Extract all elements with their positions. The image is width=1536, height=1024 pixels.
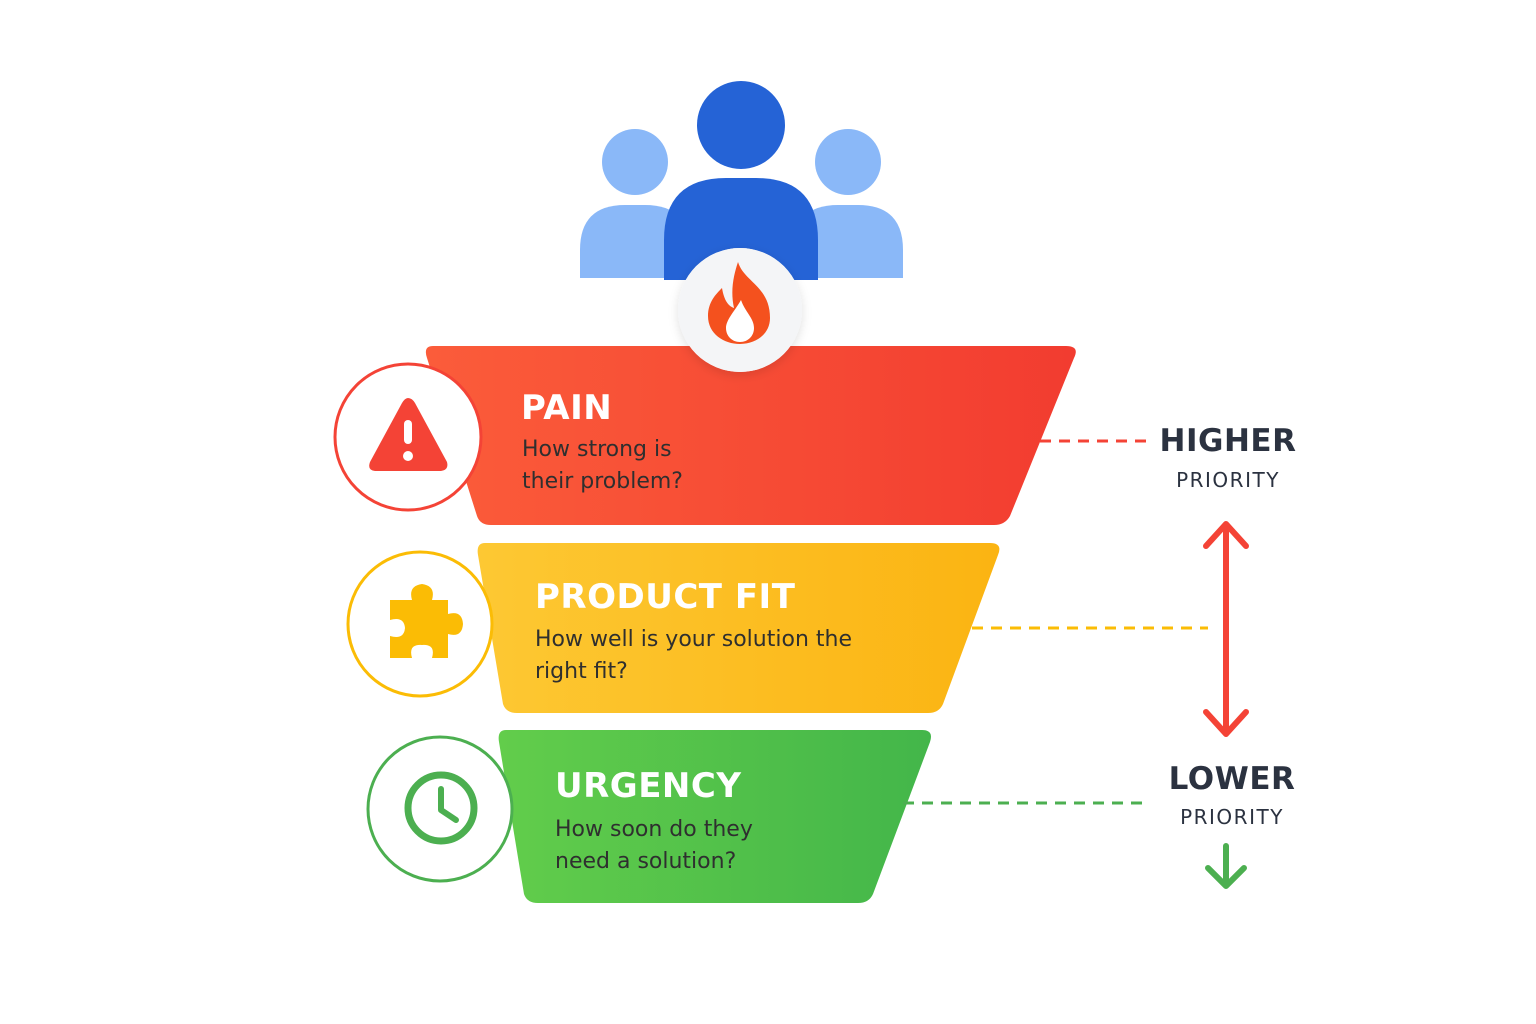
tier-title-urgency: URGENCY (555, 766, 742, 806)
tier-title-product-fit: PRODUCT FIT (535, 577, 796, 617)
tier-band-pain (425, 346, 1076, 525)
warning-circle (333, 362, 483, 512)
flame-badge (678, 248, 802, 372)
priority-lower-sub: PRIORITY (1180, 805, 1284, 829)
tier-description-pain: How strong is their problem? (522, 437, 683, 494)
flame-icon (708, 262, 770, 344)
priority-higher-sub: PRIORITY (1176, 468, 1280, 492)
tier-description-product-fit: How well is your solution the right fit? (535, 627, 852, 684)
clock-icon (404, 771, 478, 845)
priority-higher-label: HIGHER (1159, 423, 1297, 459)
tier-band-urgency (498, 730, 931, 903)
down-arrow-icon (1205, 843, 1247, 889)
double-arrow-icon (1203, 521, 1249, 737)
clock-circle (366, 735, 514, 883)
people-group-icon (580, 81, 903, 280)
puzzle-icon (390, 584, 463, 658)
puzzle-circle (346, 550, 494, 698)
tier-band-product-fit (477, 543, 1000, 713)
tier-title-pain: PAIN (521, 388, 613, 428)
priority-lower-label: LOWER (1168, 761, 1296, 797)
tier-description-urgency: How soon do they need a solution? (555, 817, 753, 874)
warning-icon (369, 398, 448, 471)
